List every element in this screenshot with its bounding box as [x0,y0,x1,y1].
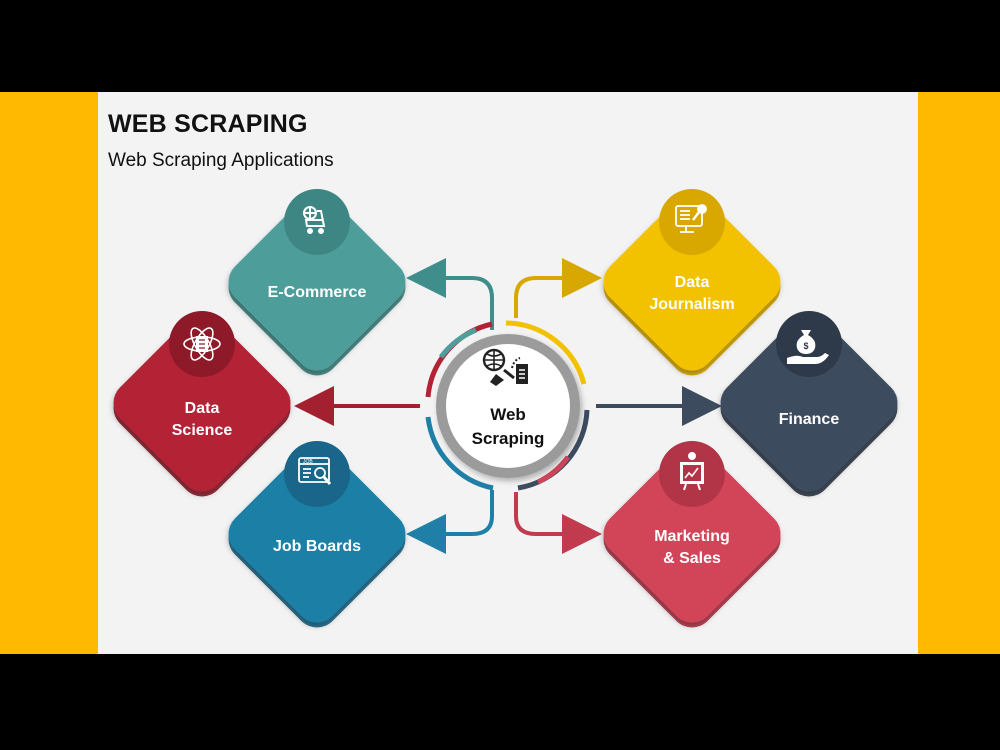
app-tile-marketing-sales[interactable]: Marketing & Sales [594,436,789,636]
slide-subtitle: Web Scraping Applications [108,150,334,171]
connector-ecommerce [406,258,494,330]
app-label-data-journalism-line1: Data [675,274,710,291]
app-label-finance: Finance [779,411,840,428]
app-label-ecommerce: E-Commerce [268,284,367,301]
center-label-line1: Web [490,405,526,424]
app-tile-finance[interactable]: $ Finance [711,305,906,505]
slide: WEB SCRAPING Web Scraping Applications [98,92,918,654]
app-label-data-journalism-line2: Journalism [649,296,734,313]
app-tile-ecommerce[interactable]: E-Commerce [219,184,414,384]
web-scraping-icon [482,348,528,386]
center-label-line2: Scraping [472,429,545,448]
app-tile-data-science[interactable]: Data Science [104,305,299,505]
job-search-icon: JOB [298,457,332,485]
money-bag-hand-icon: $ [787,330,829,364]
app-label-marketing-sales-line2: & Sales [663,550,721,567]
app-label-marketing-sales-line1: Marketing [654,528,730,545]
connector-job-boards [406,490,494,554]
svg-text:JOB: JOB [303,459,313,465]
app-label-job-boards: Job Boards [273,538,361,555]
news-microphone-icon [675,204,707,233]
svg-text:$: $ [803,341,808,351]
app-tile-job-boards[interactable]: JOB Job Boards [219,436,414,636]
connector-data-journalism [514,258,602,318]
slide-title: WEB SCRAPING [108,110,308,138]
app-label-data-science-line2: Science [172,422,233,439]
atom-document-icon [183,327,221,361]
app-label-data-science-line1: Data [185,400,220,417]
connector-marketing-sales [514,492,602,554]
presentation-chart-icon [680,452,704,491]
center-hub: Web Scraping [425,320,590,491]
shopping-cart-globe-icon [303,206,326,234]
diagram: Web Scraping E-Commerce [104,184,906,636]
app-tile-data-journalism[interactable]: Data Journalism [594,184,789,384]
